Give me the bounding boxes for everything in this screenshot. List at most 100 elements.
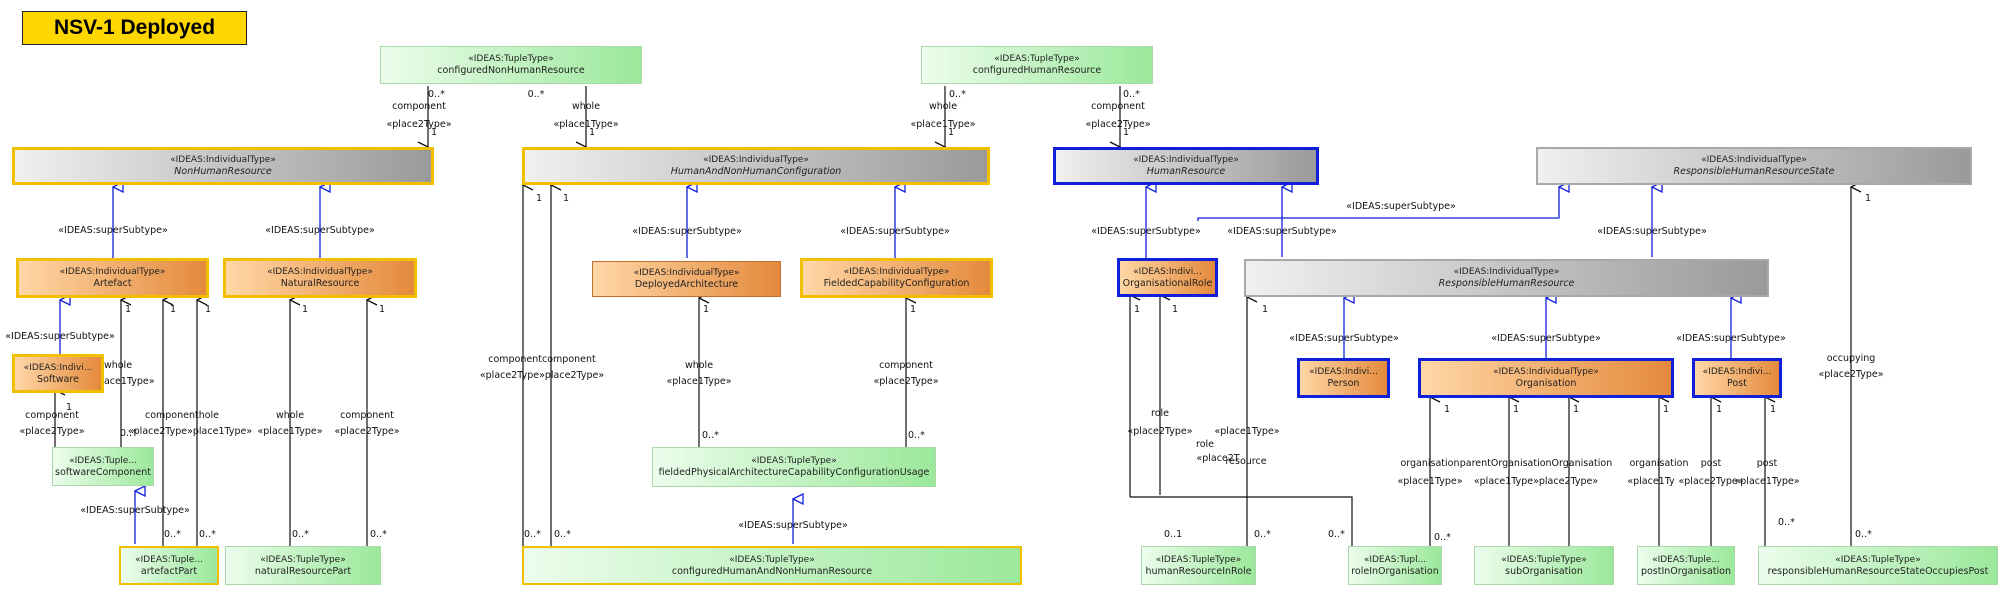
- connector-label: component: [392, 101, 446, 112]
- stereotype-label: «IDEAS:IndividualType»: [1133, 155, 1239, 165]
- connector-label: 0..*: [908, 430, 925, 441]
- connector-label: «IDEAS:superSubtype»: [1346, 201, 1456, 212]
- stereotype-label: «IDEAS:TupleType»: [729, 554, 815, 565]
- connector-label: «IDEAS:superSubtype»: [58, 225, 168, 236]
- connector-label: «place2Type»: [386, 119, 451, 130]
- connector-label: post: [1757, 458, 1778, 469]
- class-name: configuredHumanAndNonHumanResource: [671, 565, 873, 577]
- class-name: Artefact: [93, 278, 132, 289]
- stereotype-label: «IDEAS:TupleType»: [751, 456, 837, 466]
- configuredHumanResource-box[interactable]: «IDEAS:TupleType» configuredHumanResourc…: [921, 46, 1153, 84]
- naturalResourcePart-box[interactable]: «IDEAS:TupleType» naturalResourcePart: [225, 546, 381, 585]
- connector-label: componenthole: [145, 410, 219, 421]
- connector-label: 1: [125, 304, 131, 315]
- Software-box[interactable]: «IDEAS:Indivi... Software: [12, 354, 104, 393]
- stereotype-label: «IDEAS:TupleType»: [994, 54, 1080, 64]
- connector-label: «place2Type»: [1818, 369, 1883, 380]
- Organisation-box[interactable]: «IDEAS:IndividualType» Organisation: [1418, 358, 1674, 398]
- connector-label: «place1Type»: [666, 376, 731, 387]
- stereotype-label: «IDEAS:IndividualType»: [59, 267, 166, 277]
- configuredHumanAndNonHumanResource-box[interactable]: «IDEAS:TupleType» configuredHumanAndNonH…: [522, 546, 1022, 585]
- connector-label: «IDEAS:superSubtype»: [1676, 333, 1786, 344]
- generalization-line: [1197, 187, 1559, 221]
- stereotype-label: «IDEAS:IndividualType»: [170, 155, 276, 165]
- NonHumanResource-box[interactable]: «IDEAS:IndividualType» NonHumanResource: [12, 147, 434, 185]
- association-line: [1130, 496, 1353, 548]
- connector-label: «place1Type»: [553, 119, 618, 130]
- connector-label: «place2Type»: [873, 376, 938, 387]
- connector-label: «IDEAS:superSubtype»: [1091, 226, 1201, 237]
- connector-label: «place2T: [1196, 453, 1239, 464]
- connector-label: organisation: [1400, 458, 1459, 469]
- connector-label: component: [25, 410, 79, 421]
- connector-label: «place2Type»: [19, 426, 84, 437]
- stereotype-label: «IDEAS:IndividualType»: [267, 267, 373, 277]
- class-name: fieldedPhysicalArchitectureCapabilityCon…: [658, 467, 930, 478]
- postInOrganisation-box[interactable]: «IDEAS:Tuple... postInOrganisation: [1637, 546, 1735, 585]
- connector-label: «place1Type»place2Type»: [1474, 476, 1598, 487]
- connector-label: «place1Type»: [1397, 476, 1462, 487]
- roleInOrganisation-box[interactable]: «IDEAS:Tupl... roleInOrganisation: [1348, 546, 1442, 585]
- connector-label: «IDEAS:superSubtype»: [5, 331, 115, 342]
- connector-label: 1: [302, 304, 308, 315]
- configuredNonHumanResource-box[interactable]: «IDEAS:TupleType» configuredNonHumanReso…: [380, 46, 642, 84]
- HumanResource-box[interactable]: «IDEAS:IndividualType» HumanResource: [1053, 147, 1319, 185]
- connector-label: 1: [1663, 404, 1669, 415]
- connector-label: «place2Type»: [1678, 476, 1743, 487]
- class-name: FieldedCapabilityConfiguration: [823, 278, 970, 289]
- Person-box[interactable]: «IDEAS:Indivi... Person: [1297, 358, 1390, 398]
- FieldedCapabilityConfiguration-box[interactable]: «IDEAS:IndividualType» FieldedCapability…: [800, 258, 993, 298]
- connector-label: 1: [536, 193, 542, 204]
- connector-label: 0..*: [120, 428, 137, 439]
- humanResourceInRole-box[interactable]: «IDEAS:TupleType» humanResourceInRole: [1141, 546, 1256, 585]
- connector-label: 1: [1716, 404, 1722, 415]
- Artefact-box[interactable]: «IDEAS:IndividualType» Artefact: [16, 258, 209, 298]
- connector-label: post: [1701, 458, 1722, 469]
- fieldedPhysicalArchitectureCapabilityConfigurationUsage-box[interactable]: «IDEAS:TupleType» fieldedPhysicalArchite…: [652, 447, 936, 487]
- stereotype-label: «IDEAS:Tupl...: [1363, 554, 1427, 565]
- subOrganisation-box[interactable]: «IDEAS:TupleType» subOrganisation: [1474, 546, 1614, 585]
- connector-label: 1: [910, 304, 916, 315]
- ResponsibleHumanResourceState-box[interactable]: «IDEAS:IndividualType» ResponsibleHumanR…: [1536, 147, 1972, 185]
- HumanAndNonHumanConfiguration-box[interactable]: «IDEAS:IndividualType» HumanAndNonHumanC…: [522, 147, 990, 185]
- responsibleHumanResourceStateOccupiesPost-box[interactable]: «IDEAS:TupleType» responsibleHumanResour…: [1758, 546, 1998, 585]
- connector-label: «IDEAS:superSubtype»: [1289, 333, 1399, 344]
- stereotype-label: «IDEAS:Tuple...: [135, 554, 203, 565]
- class-name: Organisation: [1515, 378, 1577, 389]
- stereotype-label: «IDEAS:TupleType»: [260, 554, 346, 565]
- stereotype-label: «IDEAS:Indivi...: [1309, 367, 1378, 377]
- connector-label: whole: [572, 101, 600, 112]
- connector-label: role: [1196, 439, 1214, 450]
- connector-label: «place1Ty: [1627, 476, 1675, 487]
- class-name: NaturalResource: [280, 278, 360, 289]
- stereotype-label: «IDEAS:IndividualType»: [1453, 267, 1560, 277]
- class-name: ResponsibleHumanResource: [1438, 278, 1575, 289]
- connector-label: 0..*: [949, 89, 966, 100]
- connector-label: 0..*: [1855, 529, 1872, 540]
- connector-label: 1: [431, 127, 437, 138]
- connector-label: 0..*: [199, 529, 216, 540]
- class-name: roleInOrganisation: [1351, 565, 1439, 577]
- stereotype-label: «IDEAS:TupleType»: [1501, 554, 1587, 565]
- diagram-title: NSV-1 Deployed: [22, 11, 247, 45]
- connector-label: componentcomponent: [488, 354, 596, 365]
- NaturalResource-box[interactable]: «IDEAS:IndividualType» NaturalResource: [223, 258, 417, 298]
- connector-label: 0..*: [528, 89, 545, 100]
- ResponsibleHumanResource-box[interactable]: «IDEAS:IndividualType» ResponsibleHumanR…: [1244, 259, 1769, 297]
- connector-label: 1: [1134, 304, 1140, 315]
- DeployedArchitecture-box[interactable]: «IDEAS:IndividualType» DeployedArchitect…: [592, 261, 781, 297]
- artefactPart-box[interactable]: «IDEAS:Tuple... artefactPart: [119, 546, 219, 585]
- connector-label: «place2Type»place2Type»: [480, 370, 604, 381]
- stereotype-label: «IDEAS:TupleType»: [1155, 554, 1242, 565]
- connector-label: «place1Type»: [1734, 476, 1799, 487]
- connector-label: component: [879, 360, 933, 371]
- connector-label: 1: [1123, 127, 1129, 138]
- Post-box[interactable]: «IDEAS:Indivi... Post: [1692, 358, 1782, 398]
- connector-label: 1: [948, 127, 954, 138]
- OrganisationalRole-box[interactable]: «IDEAS:Indivi... OrganisationalRole: [1117, 258, 1218, 297]
- connector-label: 1: [703, 304, 709, 315]
- connector-label: «IDEAS:superSubtype»: [1227, 226, 1337, 237]
- connector-label: 1: [1172, 304, 1178, 315]
- stereotype-label: «IDEAS:Tuple...: [1652, 554, 1720, 565]
- softwareComponent-box[interactable]: «IDEAS:Tuple... softwareComponent: [52, 447, 154, 486]
